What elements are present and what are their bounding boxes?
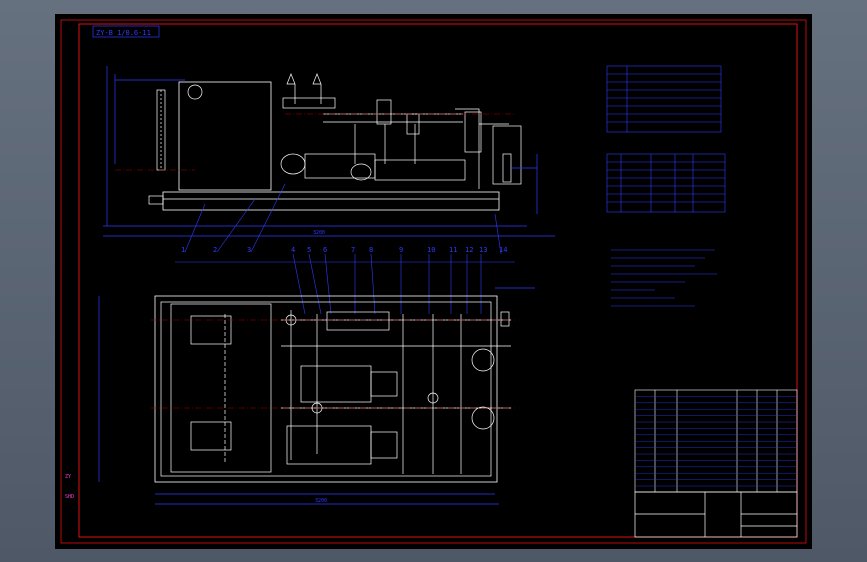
stamp-shd: SHD (65, 494, 75, 500)
callout-4: 4 (291, 246, 295, 254)
callout-2: 2 (213, 246, 217, 254)
parts-table (606, 153, 726, 213)
plan-view (98, 287, 535, 505)
pressure-gauge-lower (471, 406, 495, 430)
callout-11: 11 (449, 246, 457, 254)
base-plan (154, 295, 498, 483)
callout-13: 13 (479, 246, 487, 254)
front-dimension: 3200 (313, 230, 325, 236)
callout-8: 8 (369, 246, 373, 254)
callout-9: 9 (399, 246, 403, 254)
callout-12: 12 (465, 246, 473, 254)
callout-6: 6 (323, 246, 327, 254)
outer-frame (60, 19, 807, 544)
callout-14: 14 (499, 246, 507, 254)
base-front (162, 191, 500, 211)
callout-3: 3 (247, 246, 251, 254)
view-label: ZY-B 1/0.6-11 (96, 29, 151, 37)
front-elevation (103, 66, 555, 237)
cad-drawing: ZY-B 1/0.6-11 (60, 19, 807, 544)
inner-frame (78, 23, 798, 538)
view-label-box (92, 25, 160, 38)
callout-5: 5 (307, 246, 311, 254)
title-block (634, 491, 798, 538)
callout-10: 10 (427, 246, 435, 254)
drawing-sheet: ZY-B 1/0.6-11 (55, 14, 812, 549)
bom-rows (635, 396, 797, 487)
callout-7: 7 (351, 246, 355, 254)
pressure-gauge-upper (471, 348, 495, 372)
tech-table (606, 65, 722, 133)
tank-plan (170, 303, 272, 473)
technical-notes (611, 249, 717, 307)
tank-front (178, 81, 272, 191)
stamp-zy: ZY (65, 474, 72, 480)
plan-dimension: 3200 (315, 498, 327, 504)
callout-1: 1 (181, 246, 185, 254)
